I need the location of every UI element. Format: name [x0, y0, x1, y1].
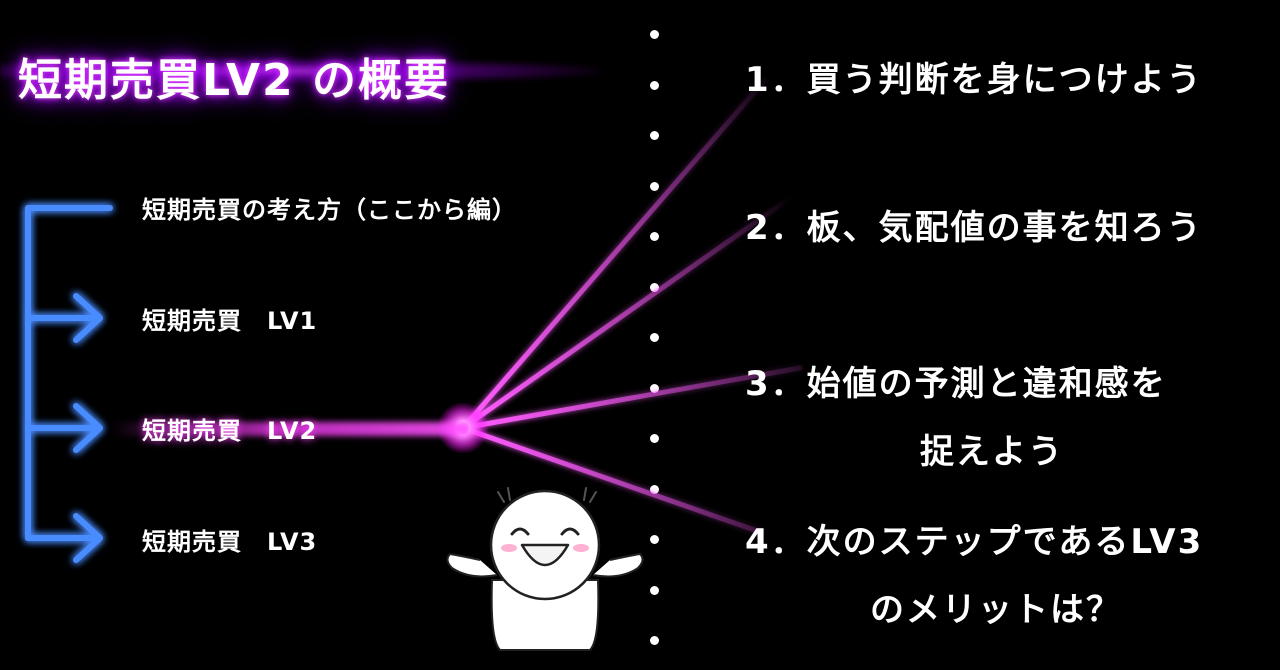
connector-line-2	[460, 195, 793, 431]
title-glow	[0, 58, 600, 84]
point-2-line-1: 2．板、気配値の事を知ろう	[745, 208, 1203, 248]
page-title: 短期売買LV2 の概要	[18, 55, 450, 106]
divider-dot	[650, 283, 659, 292]
arrow-lv1-icon	[25, 293, 103, 343]
connector-line-3	[460, 365, 803, 431]
hierarchy-item-lv3: 短期売買 LV3	[142, 528, 318, 556]
arrow-lv3-icon	[25, 513, 103, 563]
connector-lines	[460, 77, 803, 535]
divider-dot	[650, 485, 659, 494]
divider-dot	[650, 535, 659, 544]
connector-line-1	[460, 77, 768, 431]
divider-dot	[650, 30, 659, 39]
divider-dot	[650, 81, 659, 90]
arrow-lv2-icon	[25, 403, 103, 453]
hierarchy-item-basics: 短期売買の考え方（ここから編）	[142, 196, 517, 224]
divider-dot	[650, 636, 659, 645]
hierarchy-item-lv2: 短期売買 LV2	[142, 417, 318, 445]
divider-dot	[650, 232, 659, 241]
divider-dot	[650, 182, 659, 191]
selected-item-glow	[110, 422, 470, 436]
point-4-line-2: のメリットは？	[870, 590, 1122, 630]
point-1-line-1: 1．買う判断を身につけよう	[745, 60, 1203, 100]
cheering-character-icon	[446, 487, 644, 651]
point-3-line-1: 3．始値の予測と違和感を	[745, 364, 1167, 404]
point-3-line-2: 捉えよう	[920, 432, 1064, 472]
divider-dot	[650, 131, 659, 140]
divider-dot	[650, 333, 659, 342]
hierarchy-bracket	[25, 205, 113, 563]
connector-line-4	[460, 425, 763, 535]
hierarchy-item-lv1: 短期売買 LV1	[142, 307, 318, 335]
divider-dot	[650, 384, 659, 393]
divider-dot	[650, 434, 659, 443]
point-4-line-1: 4．次のステップであるLV3	[745, 522, 1204, 562]
divider-dot	[650, 586, 659, 595]
